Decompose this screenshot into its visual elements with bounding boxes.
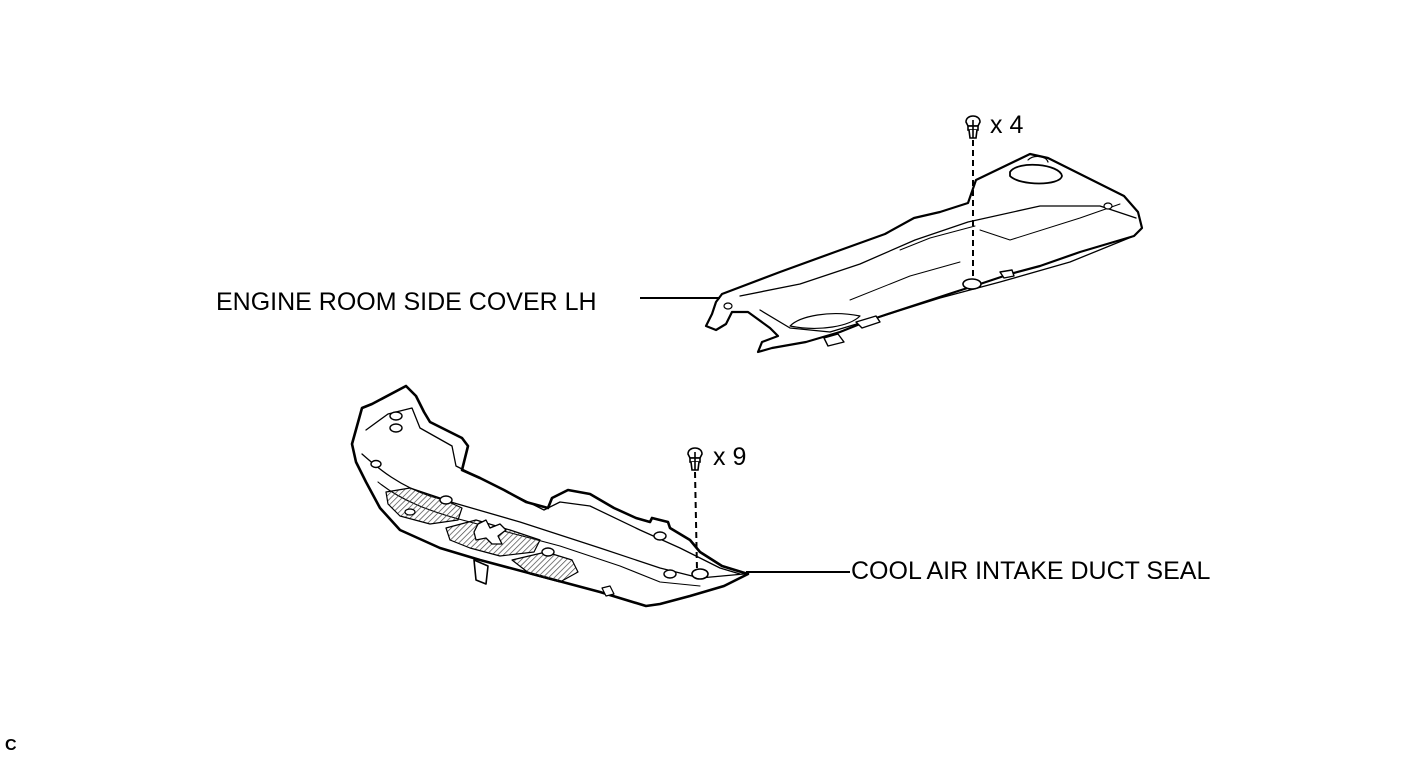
clip-icon bbox=[965, 115, 981, 139]
side-cover-clip-quantity: x 4 bbox=[990, 111, 1024, 139]
cool-air-intake-duct-seal-part bbox=[350, 384, 750, 608]
cool-air-intake-duct-seal-label: COOL AIR INTAKE DUCT SEAL bbox=[851, 557, 1211, 585]
clip-icon bbox=[687, 447, 703, 471]
engine-room-side-cover-part bbox=[704, 152, 1144, 354]
engine-room-side-cover-label: ENGINE ROOM SIDE COVER LH bbox=[216, 288, 597, 316]
corner-mark: C bbox=[5, 737, 17, 754]
duct-seal-clip-dashed-line bbox=[694, 471, 698, 571]
duct-seal-clip-quantity: x 9 bbox=[713, 443, 747, 471]
